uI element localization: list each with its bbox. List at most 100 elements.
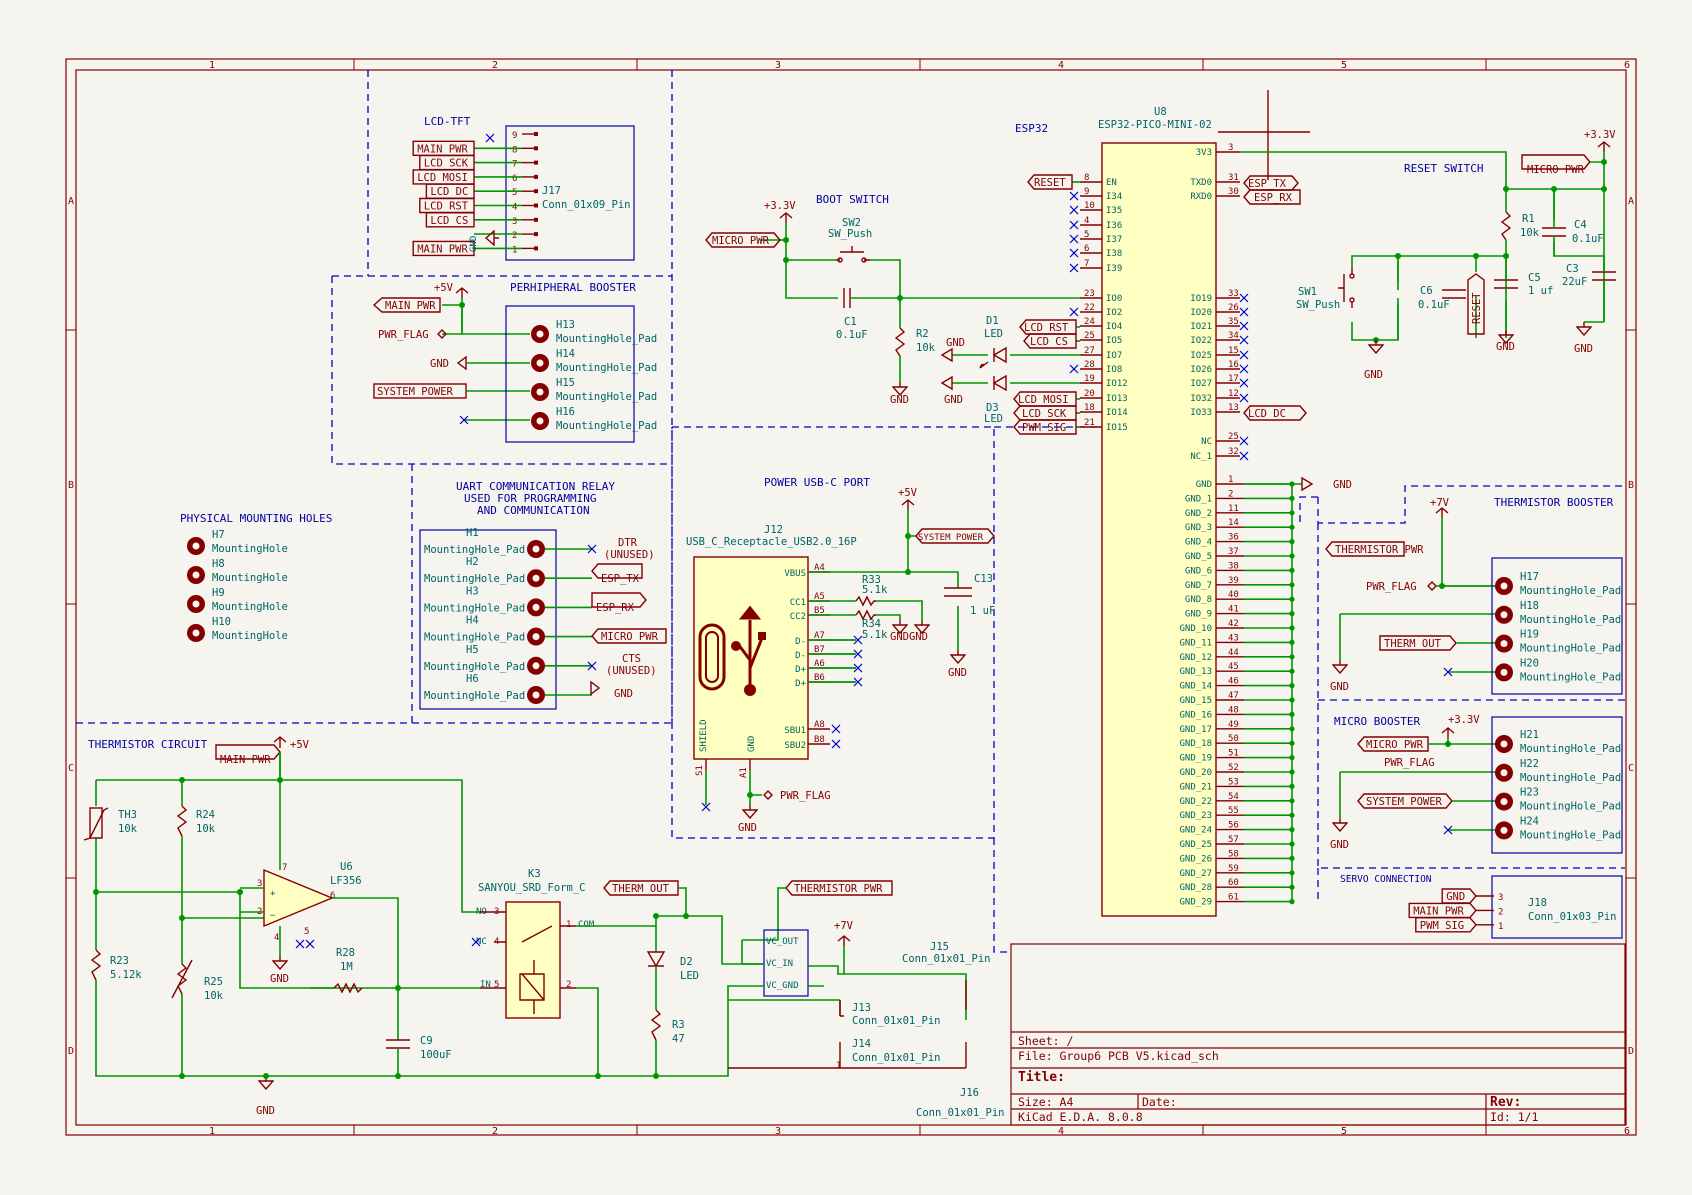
lcd-mosi-label-esp: LCD MOSI xyxy=(1013,391,1077,407)
svg-text:J13: J13 xyxy=(852,1002,871,1014)
hole-ref: H19 xyxy=(1520,629,1539,641)
svg-text:LED: LED xyxy=(680,970,699,982)
esp-rx-label-uart: ESP_RX xyxy=(591,592,647,614)
esp-io-no-connect xyxy=(1239,350,1249,360)
svg-text:Conn_01x01_Pin: Conn_01x01_Pin xyxy=(916,1107,1005,1119)
micro-pwr-label-reset: MICRO PWR xyxy=(1521,154,1591,176)
svg-text:GND: GND xyxy=(270,973,289,985)
j17-pin-head xyxy=(534,203,538,208)
svg-text:MICRO PWR: MICRO PWR xyxy=(1366,739,1424,751)
esp-pin-num: 37 xyxy=(1228,547,1239,557)
usb-pin-name: D+ xyxy=(795,665,806,675)
esp-io-no-connect xyxy=(1239,451,1249,461)
esp-pin-num: 20 xyxy=(1084,389,1095,399)
uart-gnd: GND xyxy=(614,688,633,700)
svg-text:10k: 10k xyxy=(196,823,216,835)
esp-pin-num: 52 xyxy=(1228,763,1239,773)
hole-h5-center xyxy=(532,662,540,670)
j17-pin-head xyxy=(534,189,538,194)
j17-net-label: LCD SCK xyxy=(424,158,469,170)
lcd-sck-label-esp: LCD SCK xyxy=(1013,405,1077,421)
svg-text:GND: GND xyxy=(1496,341,1515,353)
peri-h16-no-connect xyxy=(459,415,469,425)
gnd-peri: GND xyxy=(430,358,449,370)
esp-pin-num: 8 xyxy=(1084,173,1089,183)
usb-c-port: J12 USB_C_Receptacle_USB2.0_16P VBUSA4CC… xyxy=(686,487,995,834)
svg-text:S1: S1 xyxy=(695,765,705,776)
title-tool: KiCad E.D.A. 8.0.8 xyxy=(1018,1110,1143,1124)
title-title: Title: xyxy=(1018,1070,1065,1085)
hole-h15-center xyxy=(536,388,544,396)
esp-pin-num: 55 xyxy=(1228,806,1239,816)
peripheral-booster: +5V MAIN PWR PWR_FLAG GND SYSTEM POWER H… xyxy=(372,282,657,443)
svg-text:SW_Push: SW_Push xyxy=(1296,299,1340,311)
svg-text:1 uf: 1 uf xyxy=(1528,285,1553,297)
svg-text:J15: J15 xyxy=(930,941,949,953)
esp-pin-num: 19 xyxy=(1084,374,1095,384)
j17-pin-8: 8 xyxy=(512,145,517,155)
esp-pin-name: GND_2 xyxy=(1185,509,1212,519)
hole-ref: H7 xyxy=(212,529,225,541)
esp-pin-name: GND_26 xyxy=(1179,854,1212,864)
border-row-right-D: D xyxy=(1628,1046,1634,1057)
hole-value: MountingHole_Pad xyxy=(424,573,525,585)
svg-text:+7V: +7V xyxy=(1430,497,1450,509)
lcd-dc-label-esp: LCD DC xyxy=(1243,405,1307,421)
hole-h14-center xyxy=(536,359,544,367)
esp-pin-num: 54 xyxy=(1228,792,1239,802)
esp-pin-name: I35 xyxy=(1106,206,1122,216)
esp-pin-name: IO7 xyxy=(1106,351,1122,361)
esp-pin-num: 15 xyxy=(1228,346,1239,356)
j17-pin-5: 5 xyxy=(512,188,517,198)
esp-pin-name: NC_1 xyxy=(1190,452,1212,462)
j17-pin-1: 1 xyxy=(512,245,517,255)
svg-text:LCD DC: LCD DC xyxy=(1248,408,1286,420)
svg-text:22uF: 22uF xyxy=(1562,276,1587,288)
j17-pin-head xyxy=(534,132,538,136)
svg-text:SW1: SW1 xyxy=(1298,286,1317,298)
j17-pin-head xyxy=(534,232,538,237)
svg-text:4: 4 xyxy=(274,933,279,943)
hole-h18-center xyxy=(1500,611,1508,619)
esp-pin-num: 5 xyxy=(1084,230,1089,240)
j17-net-label: LCD RST xyxy=(424,201,469,213)
border-col-top-6: 6 xyxy=(1624,60,1630,71)
svg-text:0.1uF: 0.1uF xyxy=(1418,299,1450,311)
esp-pin-num: 53 xyxy=(1228,777,1239,787)
border-col-bot-3: 3 xyxy=(775,1126,781,1137)
esp-pin-num: 25 xyxy=(1084,331,1095,341)
usb-pin-name: D+ xyxy=(795,679,806,689)
svg-text:+7V: +7V xyxy=(834,920,854,932)
hole-h8-center xyxy=(192,571,200,579)
svg-text:R3: R3 xyxy=(672,1019,685,1031)
esp-pin-name: GND_24 xyxy=(1179,826,1212,836)
svg-text:SW_Push: SW_Push xyxy=(828,228,872,240)
boot-switch: +3.3V MICRO PWR SW2 SW_Push C1 0.1uF R2 … xyxy=(705,200,1080,406)
esp-pin-name: GND_1 xyxy=(1185,494,1212,504)
border-row-right-C: C xyxy=(1628,763,1634,774)
esp-pin-name: 3V3 xyxy=(1196,148,1212,158)
svg-text:SYSTEM POWER: SYSTEM POWER xyxy=(377,386,454,398)
svg-text:5: 5 xyxy=(494,980,499,990)
section-uart-3: AND COMMUNICATION xyxy=(477,504,590,517)
esp-io-no-connect xyxy=(1239,436,1249,446)
esp-io-no-connect xyxy=(1239,321,1249,331)
usb-pin-num: B5 xyxy=(814,606,825,616)
border-row-left-A: A xyxy=(68,196,74,207)
esp-pin-num: 24 xyxy=(1084,317,1095,327)
hole-ref: H23 xyxy=(1520,787,1539,799)
esp-pin-num: 38 xyxy=(1228,561,1239,571)
svg-text:GND: GND xyxy=(1574,343,1593,355)
esp-pin-num: 33 xyxy=(1228,289,1239,299)
border-col-bot-4: 4 xyxy=(1058,1126,1064,1137)
hole-value: MountingHole_Pad xyxy=(1520,585,1621,597)
hole-value: MountingHole_Pad xyxy=(424,602,525,614)
uart-dtr: DTR xyxy=(618,537,638,549)
hole-ref: H2 xyxy=(466,556,479,568)
uart-cts: CTS xyxy=(622,653,641,665)
hole-ref: H24 xyxy=(1520,815,1539,827)
svg-text:0.1uF: 0.1uF xyxy=(1572,233,1604,245)
mb-h24-no-connect xyxy=(1443,825,1453,835)
usb-pin-name: D- xyxy=(795,651,806,661)
